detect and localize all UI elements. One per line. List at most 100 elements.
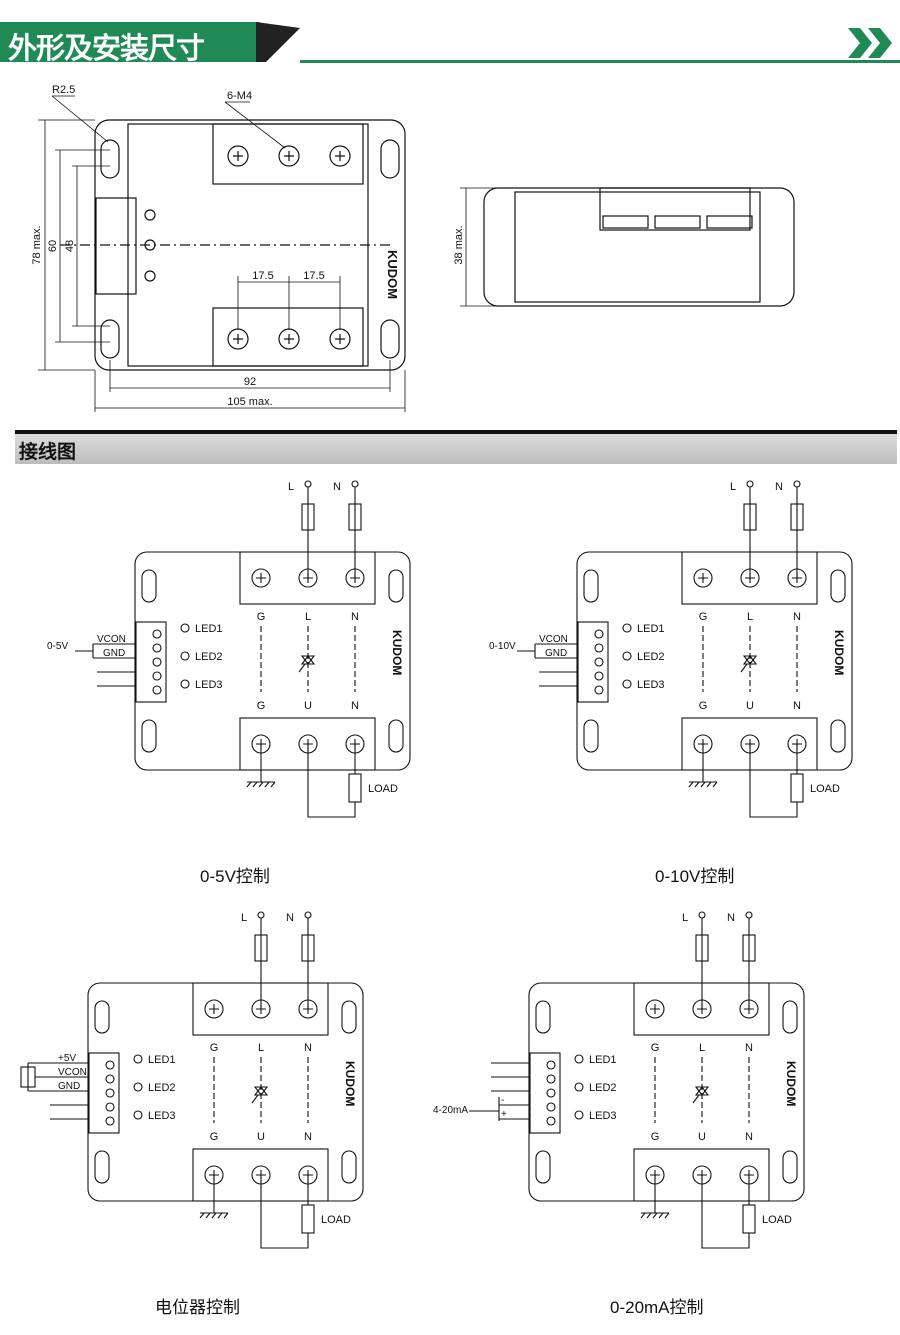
dim-height-78: 78 max. bbox=[31, 225, 43, 264]
mains-label-n: N bbox=[286, 912, 294, 924]
terminal-label-g: G bbox=[210, 1042, 219, 1054]
terminal-label-u: U bbox=[746, 700, 754, 712]
module-outline bbox=[576, 551, 853, 771]
screw-icon bbox=[645, 999, 665, 1019]
led-label-1: LED1 bbox=[148, 1054, 176, 1066]
mains-label-n: N bbox=[775, 481, 783, 493]
led-icon bbox=[574, 1082, 584, 1092]
terminal-label-n: N bbox=[304, 1131, 312, 1143]
fuse-icon bbox=[743, 503, 757, 531]
load-icon bbox=[301, 1204, 315, 1234]
mount-slot bbox=[141, 569, 157, 603]
mount-slot bbox=[782, 1150, 798, 1184]
led-label-2: LED2 bbox=[637, 651, 665, 663]
led-label-1: LED1 bbox=[637, 623, 665, 635]
terminal-block-top bbox=[212, 123, 364, 185]
vcon-label: VCON bbox=[58, 1067, 87, 1078]
led-icon bbox=[622, 623, 632, 633]
led-icon bbox=[133, 1082, 143, 1092]
terminal-label-g: G bbox=[210, 1131, 219, 1143]
mount-slot bbox=[141, 719, 157, 753]
terminal-label-g: G bbox=[699, 611, 708, 623]
plus5v-label: +5V bbox=[58, 1053, 76, 1064]
load-icon bbox=[348, 773, 362, 803]
terminal-label-g: G bbox=[257, 700, 266, 712]
section-title: 接线图 bbox=[19, 442, 77, 463]
caption-diagram-1: 0-5V控制 bbox=[200, 867, 270, 886]
dim-height-38: 38 max. bbox=[453, 225, 465, 264]
control-connector bbox=[95, 197, 137, 295]
terminal-label-u: U bbox=[698, 1131, 706, 1143]
terminal-label-l: L bbox=[305, 611, 311, 623]
mount-slot bbox=[380, 319, 400, 359]
ground-icon bbox=[640, 1212, 670, 1219]
terminal-label-l: L bbox=[258, 1042, 264, 1054]
terminal-block-bottom bbox=[212, 307, 364, 367]
screw-icon bbox=[693, 568, 713, 588]
mount-slot bbox=[94, 1000, 110, 1034]
mount-slot bbox=[535, 1150, 551, 1184]
mount-slot bbox=[341, 1150, 357, 1184]
mount-slot bbox=[388, 719, 404, 753]
caption-diagram-2: 0-10V控制 bbox=[655, 867, 735, 886]
led-label-2: LED2 bbox=[589, 1082, 617, 1094]
terminal-label-g: G bbox=[651, 1042, 660, 1054]
terminal-label-n: N bbox=[304, 1042, 312, 1054]
terminal-label-g: G bbox=[699, 700, 708, 712]
gnd-label: GND bbox=[103, 648, 125, 659]
mount-slot bbox=[583, 569, 599, 603]
brand-logo: KUDOM bbox=[343, 1061, 357, 1106]
screw-terminals-bottom bbox=[227, 328, 351, 350]
fuse-icon bbox=[348, 503, 362, 531]
header-wedge-decoration bbox=[256, 22, 300, 62]
brand-logo: KUDOM bbox=[390, 630, 404, 675]
terminal-label-l: L bbox=[747, 611, 753, 623]
mount-slot bbox=[388, 569, 404, 603]
led-label-3: LED3 bbox=[637, 679, 665, 691]
caption-diagram-4: 0-20mA控制 bbox=[610, 1298, 704, 1317]
dim-width-92: 92 bbox=[244, 376, 256, 388]
dim-height-60: 60 bbox=[47, 240, 59, 252]
control-connector bbox=[88, 1052, 120, 1134]
dim-screw-label: 6-M4 bbox=[227, 90, 252, 102]
led-label-3: LED3 bbox=[589, 1110, 617, 1122]
ground-icon bbox=[199, 1212, 229, 1219]
led-icon bbox=[622, 679, 632, 689]
dim-radius-label: R2.5 bbox=[52, 84, 75, 96]
mains-label-l: L bbox=[682, 912, 688, 924]
terminal-label-n: N bbox=[793, 611, 801, 623]
terminal-label-n: N bbox=[745, 1131, 753, 1143]
caption-diagram-3: 电位器控制 bbox=[155, 1298, 240, 1317]
led-icon bbox=[133, 1110, 143, 1120]
led-indicators bbox=[144, 209, 156, 282]
side-view bbox=[460, 187, 795, 307]
fuse-icon bbox=[301, 503, 315, 531]
fuse-icon bbox=[695, 934, 709, 962]
terminal-label-l: L bbox=[699, 1042, 705, 1054]
brand-logo: KUDOM bbox=[385, 250, 400, 299]
fuse-icon bbox=[254, 934, 268, 962]
led-icon bbox=[180, 679, 190, 689]
mains-label-l: L bbox=[288, 481, 294, 493]
screw-icon bbox=[251, 568, 271, 588]
fuse-icon bbox=[301, 934, 315, 962]
terminal-label-n: N bbox=[745, 1042, 753, 1054]
control-connector bbox=[577, 621, 609, 703]
load-label: LOAD bbox=[321, 1214, 351, 1226]
gnd-label: GND bbox=[58, 1081, 80, 1092]
terminal-label-n: N bbox=[793, 700, 801, 712]
section-header-wiring: 接线图 bbox=[15, 430, 897, 464]
fuse-icon bbox=[742, 934, 756, 962]
terminal-label-n: N bbox=[351, 700, 359, 712]
led-label-1: LED1 bbox=[195, 623, 223, 635]
mount-slot bbox=[380, 139, 400, 179]
terminal-label-g: G bbox=[257, 611, 266, 623]
ground-icon bbox=[688, 781, 718, 788]
section-header-dimensions: 外形及安装尺寸 bbox=[0, 22, 900, 66]
terminal-label-u: U bbox=[257, 1131, 265, 1143]
input-signal-label: 0-5V bbox=[47, 641, 68, 652]
led-icon bbox=[574, 1054, 584, 1064]
terminal-label-n: N bbox=[351, 611, 359, 623]
